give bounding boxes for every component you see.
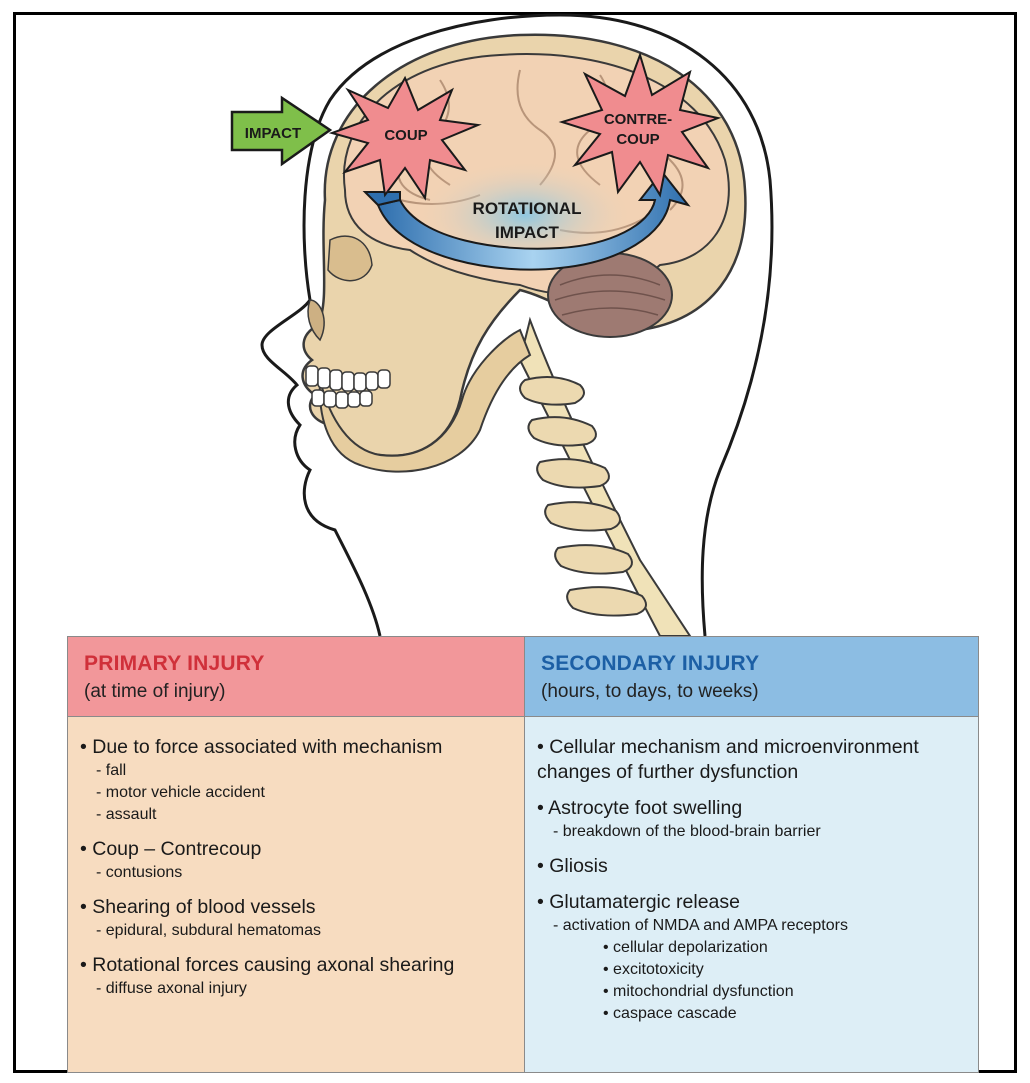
item-subtext: - fall [80,760,524,782]
item-subtext: - epidural, subdural hematomas [80,920,524,942]
primary-injury-header: PRIMARY INJURY (at time of injury) [68,637,524,717]
item-text: • Rotational forces causing axonal shear… [80,953,524,978]
item-subtext: - assault [80,804,524,826]
list-item: • Cellular mechanism and microenvironmen… [537,735,978,785]
primary-injury-title: PRIMARY INJURY [84,651,524,677]
item-subtext: - activation of NMDA and AMPA receptors [537,915,978,937]
head-illustration: IMPACT COUP CONTRE- COUP ROTATIONAL IMPA… [0,0,1030,640]
item-subtext: - diffuse axonal injury [80,978,524,1000]
list-item: • Due to force associated with mechanism… [80,735,524,826]
list-item: • Astrocyte foot swelling - breakdown of… [537,796,978,843]
item-subsubtext: • excitotoxicity [537,959,978,981]
item-subsubtext: • cellular depolarization [537,937,978,959]
contrecoup-label-line2: COUP [616,131,659,148]
rotational-impact-label-line2: IMPACT [495,223,560,242]
item-text: • Coup – Contrecoup [80,837,524,862]
item-subsubtext: • caspace cascade [537,1003,978,1025]
item-subtext: - motor vehicle accident [80,782,524,804]
list-item: • Coup – Contrecoup - contusions [80,837,524,884]
item-text: • Due to force associated with mechanism [80,735,524,760]
primary-injury-subtitle: (at time of injury) [84,679,524,705]
coup-label: COUP [384,127,427,144]
secondary-injury-body: • Cellular mechanism and microenvironmen… [525,717,978,1072]
secondary-injury-header: SECONDARY INJURY (hours, to days, to wee… [525,637,978,717]
item-subtext: - breakdown of the blood-brain barrier [537,821,978,843]
list-item: • Shearing of blood vessels - epidural, … [80,895,524,942]
item-subsubtext: • mitochondrial dysfunction [537,981,978,1003]
list-item: • Rotational forces causing axonal shear… [80,953,524,1000]
contrecoup-label-line1: CONTRE- [604,111,672,128]
secondary-injury-subtitle: (hours, to days, to weeks) [541,679,978,705]
secondary-injury-title: SECONDARY INJURY [541,651,978,677]
impact-label: IMPACT [245,125,301,142]
rotational-impact-label-line1: ROTATIONAL [473,199,582,218]
item-text: • Cellular mechanism and microenvironmen… [537,735,978,760]
list-item: • Glutamatergic release - activation of … [537,890,978,1025]
item-text: • Astrocyte foot swelling [537,796,978,821]
primary-injury-panel: PRIMARY INJURY (at time of injury) • Due… [67,636,525,1073]
primary-injury-body: • Due to force associated with mechanism… [68,717,524,1072]
list-item: • Gliosis [537,854,978,879]
item-text: • Glutamatergic release [537,890,978,915]
item-text-continued: changes of further dysfunction [537,760,978,785]
secondary-injury-panel: SECONDARY INJURY (hours, to days, to wee… [524,636,979,1073]
item-text: • Shearing of blood vessels [80,895,524,920]
item-text: • Gliosis [537,854,978,879]
item-subtext: - contusions [80,862,524,884]
